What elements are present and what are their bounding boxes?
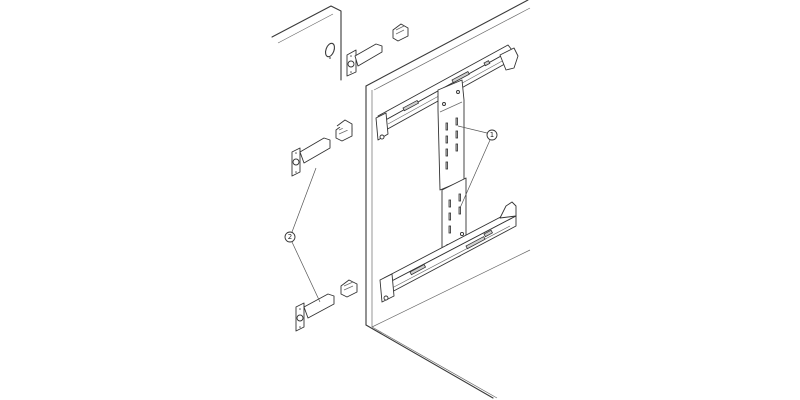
callout-2-label: 2 (288, 233, 292, 241)
callout-1-leaders (457, 125, 491, 209)
hinge-middle (291, 137, 331, 177)
upper-plate-slots (445, 117, 459, 170)
upper-connecting-plate (437, 79, 465, 191)
lower-plate-slots (448, 193, 462, 234)
lower-runner-slots (409, 229, 494, 276)
mounting-plate-bottom (340, 279, 358, 298)
hinge-bottom (295, 293, 335, 332)
callout-2-leaders (291, 167, 321, 303)
lower-runner (379, 201, 517, 303)
callout-1-label: 1 (490, 131, 494, 139)
mounting-plate-upper-runner (336, 119, 353, 132)
hinge-top (346, 43, 383, 77)
mounting-plate-top (392, 23, 409, 42)
callout-2-marker: 2 (284, 231, 296, 243)
upper-runner-slots (402, 60, 491, 112)
callout-1-marker: 1 (486, 129, 498, 141)
cabinet-panel (365, 0, 531, 399)
door-panel (271, 5, 342, 81)
